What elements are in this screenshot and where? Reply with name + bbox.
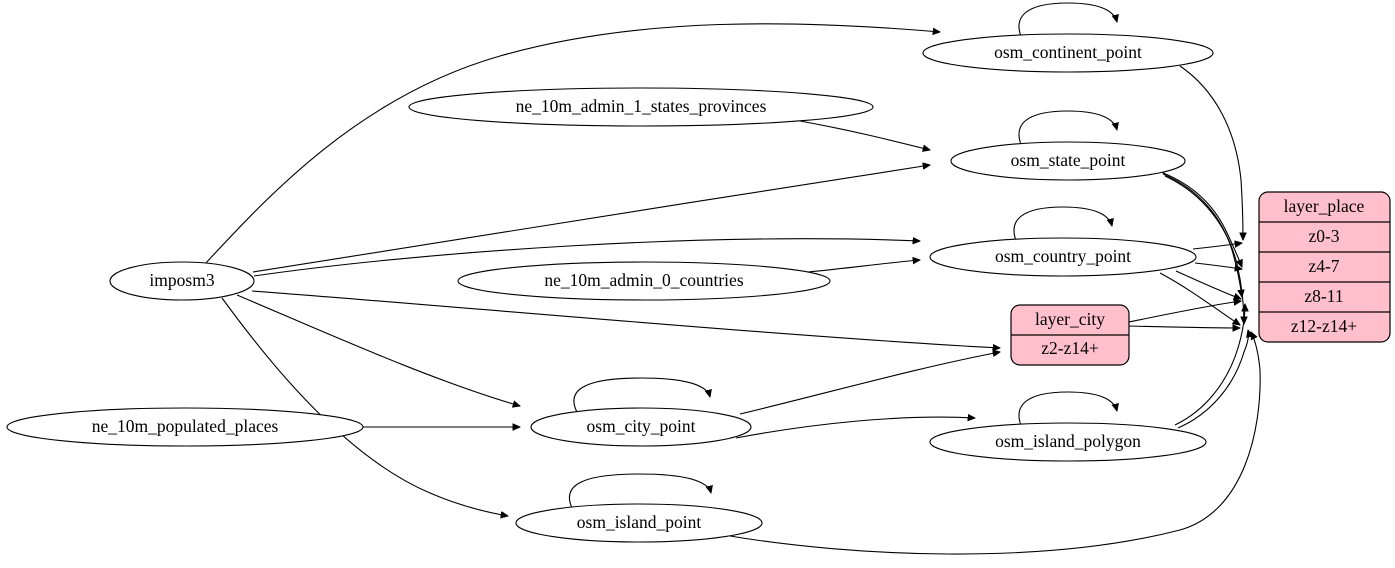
edge-osm_city_point-to-layer_city [739,352,1000,415]
edge-imposm3-to-layer_city [251,290,1000,348]
node-ne_10m_populated_places[interactable]: ne_10m_populated_places [6,407,364,447]
edge-osm_country_point-to-layer_place-z12-z14plus [1159,272,1240,325]
node-shape-ne_10m_admin_1_states_provinces[interactable] [408,87,874,127]
edge-imposm3-to-osm_island_point [221,297,508,516]
node-osm_continent_point[interactable]: osm_continent_point [922,33,1214,73]
edge-layer_city-to-layer_place-z12-z14plus [1128,326,1240,328]
node-osm_country_point[interactable]: osm_country_point [929,237,1197,277]
edge-osm_country_point-to-layer_place-z0-3 [1192,243,1242,250]
edge-layer [204,2,1261,555]
record-shape-layer_place[interactable] [1258,191,1391,343]
edge-osm_state_point-to-layer_place-z4-7 [1160,171,1242,267]
self-loop-osm_city_point [573,377,710,415]
edge-layer_city-to-layer_place-z8-11 [1128,301,1241,323]
edge-osm_city_point-to-osm_island_polygon [735,417,975,439]
node-shape-osm_country_point[interactable] [929,237,1197,277]
node-ne_10m_admin_1_states_provinces[interactable]: ne_10m_admin_1_states_provinces [408,87,874,127]
node-shape-ne_10m_admin_0_countries[interactable] [457,261,831,301]
node-shape-ne_10m_populated_places[interactable] [6,407,364,447]
node-osm_island_polygon[interactable]: osm_island_polygon [929,422,1207,462]
node-shape-imposm3[interactable] [109,261,255,301]
self-loop-osm_island_point [568,473,711,511]
node-shape-osm_continent_point[interactable] [922,33,1214,73]
node-shape-osm_island_polygon[interactable] [929,422,1207,462]
node-shape-osm_island_point[interactable] [515,503,763,543]
node-osm_island_point[interactable]: osm_island_point [515,503,763,543]
edge-imposm3-to-osm_state_point [252,165,930,273]
record-node-layer_city[interactable]: layer_city z2-z14+ [1010,304,1130,366]
edge-ne_states-to-osm_state_point [799,120,930,150]
record-node-layer_place[interactable]: layer_place z0-3 z4-7 z8-11 z12-z14+ [1258,191,1391,343]
edge-osm_state_point-to-layer_place-z8-11 [1162,173,1242,297]
edge-ne_countries-to-osm_country_point [807,260,920,273]
edge-osm_continent_point-to-layer_place-z0-3 [1179,65,1243,240]
edge-osm_island_polygon-to-layer_place-z12-z14plus [1177,330,1249,429]
self-loop-osm_country_point [1013,206,1112,244]
node-shape-osm_state_point[interactable] [950,141,1186,181]
node-imposm3[interactable]: imposm3 [109,261,255,301]
node-shape-osm_city_point[interactable] [530,407,752,447]
edge-imposm3-to-osm_continent_point [204,23,940,265]
self-loop-osm_state_point [1018,110,1117,148]
edge-osm_island_point-to-layer_place-z12-z14plus [729,332,1261,555]
node-osm_city_point[interactable]: osm_city_point [530,407,752,447]
edge-imposm3-to-osm_city_point [236,294,520,406]
edge-imposm3-to-osm_country_point [253,239,920,277]
node-osm_state_point[interactable]: osm_state_point [950,141,1186,181]
self-loop-osm_island_polygon [1018,391,1117,429]
node-ne_10m_admin_0_countries[interactable]: ne_10m_admin_0_countries [457,261,831,301]
edge-osm_country_point-to-layer_place-z4-7 [1194,262,1242,269]
edge-osm_island_polygon-to-layer_place-z8-11 [1174,304,1245,426]
edge-osm_country_point-to-layer_place-z8-11 [1175,270,1241,299]
self-loop-osm_continent_point [1018,2,1117,40]
node-layer: imposm3 ne_10m_admin_1_states_provinces … [6,33,1391,543]
